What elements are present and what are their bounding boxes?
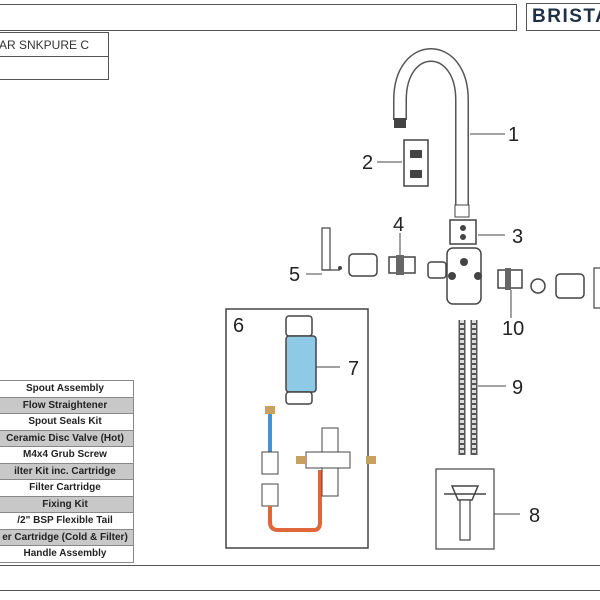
tap-body-port: [474, 272, 482, 280]
filter-cap-bottom: [285, 391, 313, 405]
right-cap: [555, 273, 585, 299]
right-handle: [593, 267, 600, 309]
callout-3: 3: [512, 226, 523, 248]
flow-straightener-top: [410, 150, 422, 158]
callout-2: 2: [362, 152, 373, 174]
parts-row: Handle Assembly: [0, 545, 134, 563]
brass-fitting: [265, 406, 275, 414]
callout-6: 6: [233, 315, 244, 337]
seal-dot: [460, 225, 466, 231]
filter-cap-top: [285, 315, 313, 337]
part-name: Flow Straightener: [0, 396, 134, 414]
valve-nut: [427, 261, 447, 279]
spout-body: [394, 49, 468, 215]
part-name: er Cartridge (Cold & Filter): [0, 528, 134, 546]
parts-row: er Cartridge (Cold & Filter): [0, 528, 134, 546]
seal-dot: [460, 234, 466, 240]
callout-1: 1: [508, 124, 519, 146]
callout-9: 9: [512, 377, 523, 399]
filter-cartridge-body: [285, 335, 317, 393]
spout-outlet: [394, 118, 406, 128]
spout-seal: [454, 204, 470, 218]
hose-connector: [261, 451, 279, 475]
part-name: Handle Assembly: [0, 545, 134, 563]
title-frame: [0, 4, 517, 31]
hot-hose: [268, 470, 322, 532]
model-code: AR SNKPURE C: [0, 38, 90, 52]
hose-connector: [261, 483, 279, 507]
flow-straightener: [403, 139, 429, 187]
part-name: ilter Kit inc. Cartridge: [0, 462, 134, 480]
parts-row: Fixing Kit: [0, 495, 134, 513]
model-row: [0, 33, 108, 57]
model-box: AR SNKPURE C: [0, 32, 109, 80]
callout-10: 10: [502, 318, 524, 340]
callout-5: 5: [289, 264, 300, 286]
callout-4: 4: [393, 214, 404, 236]
spout-outline: [393, 48, 469, 215]
parts-row: ilter Kit inc. Cartridge: [0, 462, 134, 480]
callout-8: 8: [529, 505, 540, 527]
part-name: Fixing Kit: [0, 495, 134, 513]
fixing-kit-bracket: [444, 485, 486, 501]
parts-row: Ceramic Disc Valve (Hot): [0, 429, 134, 447]
footer-frame: [0, 565, 600, 591]
tap-body-port: [460, 258, 468, 266]
callout-7: 7: [348, 358, 359, 380]
tap-body-port: [448, 272, 456, 280]
parts-row: Flow Straightener: [0, 396, 134, 414]
grub-screw: [338, 266, 342, 270]
valve-core: [396, 255, 404, 275]
tee-fitting: [305, 451, 351, 469]
handle-lever: [321, 227, 331, 271]
brass-fitting: [296, 456, 306, 464]
flow-straightener-bottom: [410, 170, 422, 178]
fixing-kit-stud: [459, 499, 471, 541]
brass-fitting: [366, 456, 376, 464]
part-name: Ceramic Disc Valve (Hot): [0, 429, 134, 447]
spout-seals-kit: [449, 219, 477, 245]
cartridge-core: [505, 268, 511, 290]
o-ring: [530, 278, 546, 294]
handle-cap: [348, 253, 378, 277]
